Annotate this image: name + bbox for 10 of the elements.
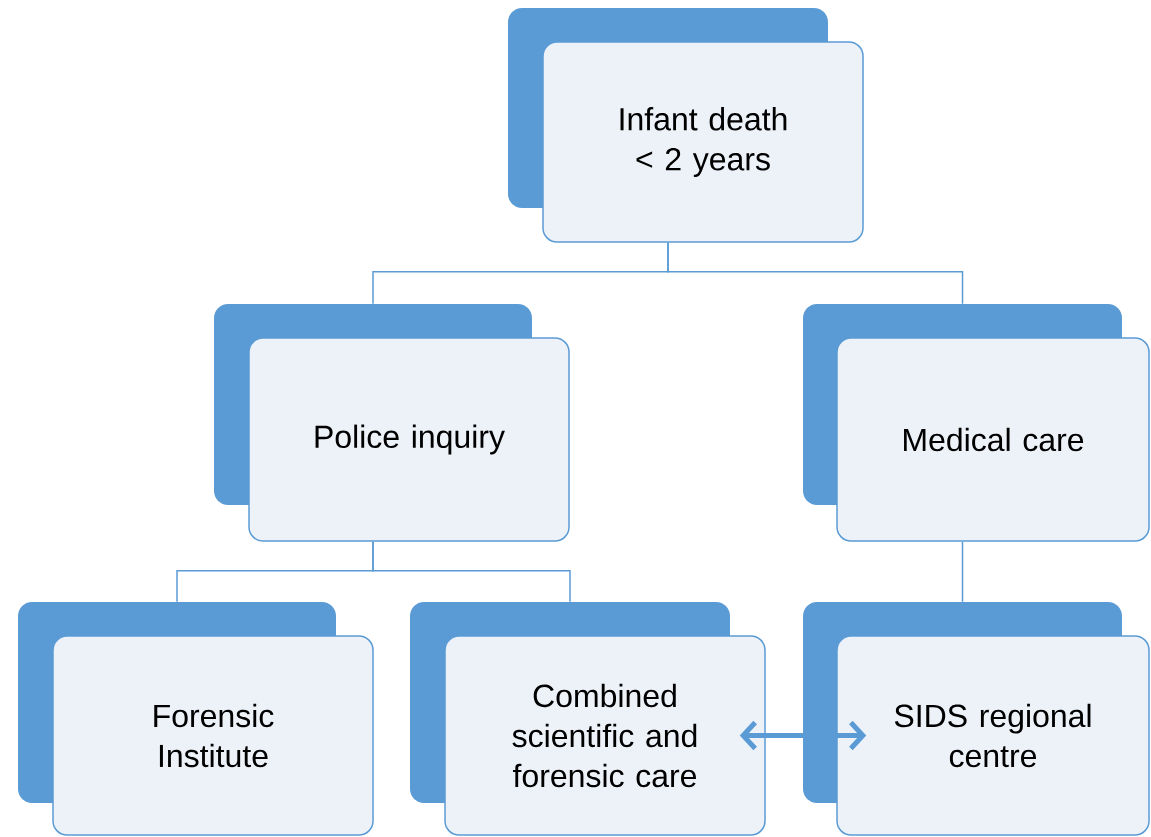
process-box: Medical care xyxy=(803,304,1150,542)
process-box: Combined scientific and forensic care xyxy=(410,602,766,836)
process-box: Forensic Institute xyxy=(18,602,374,836)
connector xyxy=(372,541,571,603)
connector xyxy=(667,242,964,305)
process-box: Police inquiry xyxy=(214,304,570,542)
connector xyxy=(739,720,867,751)
connector xyxy=(961,541,964,603)
process-box: SIDS regional centre xyxy=(803,602,1150,836)
process-box: Infant death < 2 years xyxy=(508,8,864,243)
